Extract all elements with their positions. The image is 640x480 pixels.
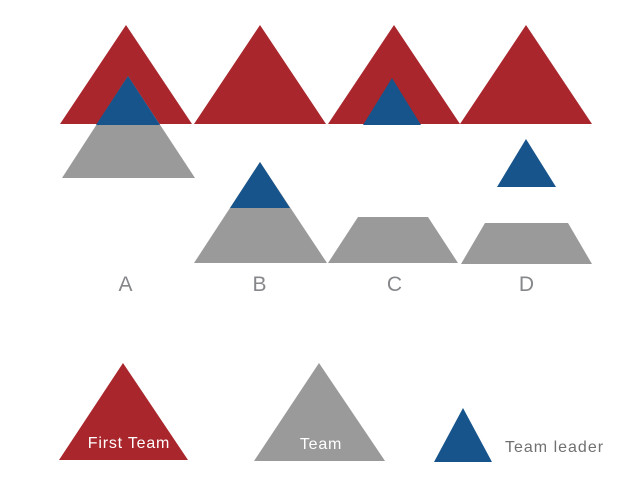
option-a-figure [60, 25, 195, 178]
option-b-team-triangle [194, 162, 327, 263]
option-d-label: D [519, 273, 535, 296]
legend-first-team-triangle [59, 363, 188, 460]
option-b-first-team-triangle [194, 25, 326, 124]
option-c-team-leader-triangle [363, 78, 421, 125]
legend-team-leader-label: Team leader [505, 439, 604, 456]
option-a-first-team-triangle [60, 25, 192, 124]
legend-team-triangle [254, 363, 385, 461]
option-d-first-team-triangle [460, 25, 592, 124]
legend-first-team-label: First Team [88, 435, 170, 452]
option-b-label: B [252, 273, 267, 296]
option-c-label: C [387, 273, 403, 296]
option-a-team-leader-cap [96, 76, 160, 125]
option-d-team-trapezoid [461, 223, 592, 264]
option-d-figure [460, 25, 592, 264]
legend-team-leader-triangle [434, 408, 492, 462]
option-c-figure [328, 25, 460, 263]
legend-team-label: Team [300, 436, 342, 453]
option-b-figure [194, 25, 327, 263]
option-d-team-leader-triangle [497, 139, 556, 187]
option-a-team-triangle [62, 76, 195, 178]
option-c-first-team-triangle [328, 25, 460, 124]
option-a-label: A [118, 273, 133, 296]
option-c-team-trapezoid [328, 217, 458, 263]
option-b-team-leader-cap [230, 162, 290, 208]
legend: First Team Team Team leader [59, 363, 604, 462]
